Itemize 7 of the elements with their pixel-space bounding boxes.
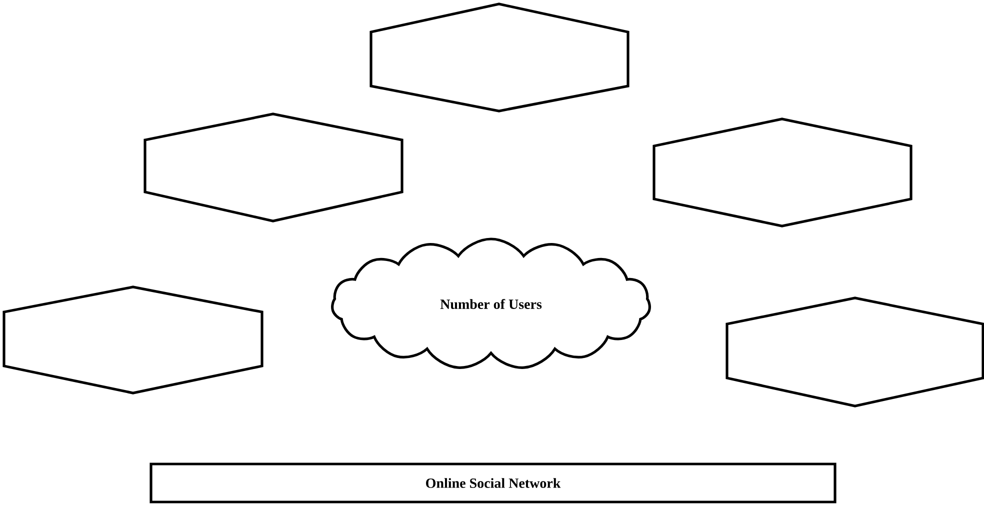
hexagon: [652, 118, 912, 228]
hexagon: [144, 112, 404, 222]
title-bar: Online Social Network: [150, 462, 836, 504]
cloud: Number of Users: [331, 238, 651, 369]
hexagon: [2, 286, 264, 394]
hexagon: [370, 2, 630, 112]
hexagon: [726, 296, 984, 408]
